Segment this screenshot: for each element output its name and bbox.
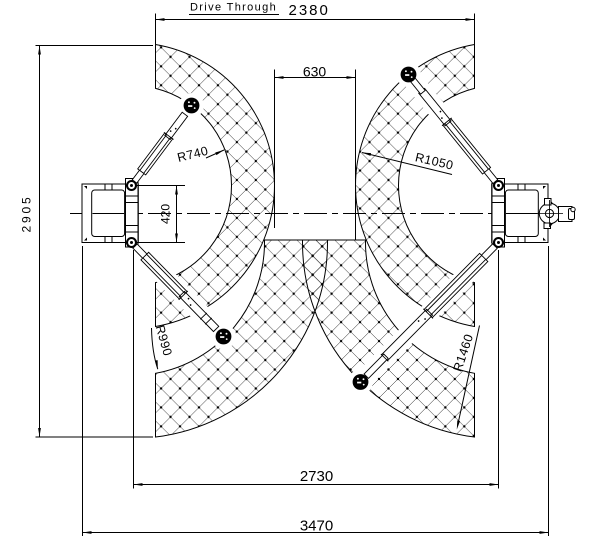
- svg-text:2905: 2905: [20, 195, 34, 233]
- svg-text:3470: 3470: [300, 518, 333, 535]
- svg-text:2380: 2380: [289, 2, 330, 19]
- svg-text:630: 630: [303, 64, 327, 80]
- svg-text:2730: 2730: [300, 468, 333, 485]
- svg-text:420: 420: [159, 204, 173, 224]
- svg-text:Drive Through: Drive Through: [190, 2, 277, 14]
